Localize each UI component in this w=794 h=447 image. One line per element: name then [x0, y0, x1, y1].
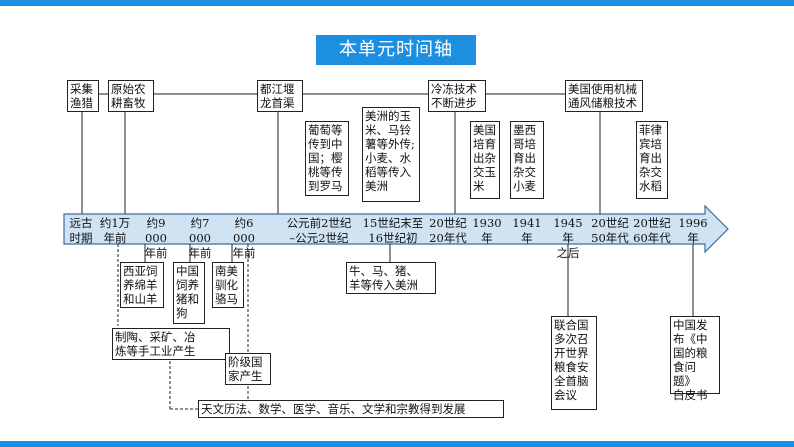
- box-gathering-fishing: 采集 渔猎: [67, 80, 99, 112]
- axis-label: 约1万 年前: [99, 216, 131, 245]
- box-mexico-hybrid-wheat: 墨西 哥培育出 杂交 小麦: [510, 121, 544, 199]
- box-mechanical-ventilation: 美国使用机械 通风储粮技术: [565, 80, 643, 112]
- box-china-white-paper: 中国发 布《中 国的粮 食问题》 白皮书: [670, 316, 720, 402]
- box-south-america-llama: 南美 驯化 骆马: [212, 262, 244, 308]
- axis-label: 1930 年: [472, 216, 502, 245]
- box-handicrafts: 制陶、采矿、冶 炼等手工业产生: [112, 328, 230, 360]
- axis-label: 20世纪 50年代: [591, 216, 629, 245]
- axis-label: 1945年 之后: [553, 216, 583, 260]
- box-columbian-exchange: 美洲的玉 米、马铃 薯等外传; 小麦、水 稻等传入 美洲: [362, 107, 420, 202]
- axis-label: 20世纪 60年代: [633, 216, 671, 245]
- axis-label: 远古 时期: [69, 216, 93, 245]
- box-us-hybrid-corn: 美国 培育 出杂 交玉 米: [470, 121, 500, 199]
- box-refrigeration: 冷冻技术 不断进步: [428, 80, 486, 112]
- axis-label: 公元前2世纪 –公元2世纪: [286, 216, 352, 245]
- top-frame-bar: [0, 0, 794, 6]
- box-culture-development: 天文历法、数学、医学、音乐、文学和宗教得到发展: [198, 400, 504, 418]
- box-livestock-to-americas: 牛、马、猪、 羊等传入美洲: [346, 262, 436, 294]
- box-china-pigs-dogs: 中国 饲养 猪和 狗: [173, 262, 205, 324]
- page-title: 本单元时间轴: [316, 35, 476, 65]
- box-primitive-farming: 原始农 耕畜牧: [108, 80, 154, 112]
- axis-label: 20世纪 20年代: [429, 216, 467, 245]
- box-dujiangyan: 都江堰 龙首渠: [257, 80, 303, 112]
- axis-label: 约6 000 年前: [232, 216, 256, 260]
- axis-label: 约7 000 年前: [188, 216, 212, 260]
- axis-label: 1941 年: [512, 216, 542, 245]
- box-class-state: 阶级国 家产生: [225, 353, 271, 385]
- axis-label: 1996 年: [678, 216, 708, 245]
- box-un-food-summit: 联合国 多次召 开世界 粮食安 全首脑 会议: [551, 316, 597, 410]
- box-grapes-to-china: 葡萄等 传到中 国；樱 桃等传 到罗马: [305, 121, 349, 196]
- bottom-frame-bar: [0, 441, 794, 447]
- axis-label: 约9 000 年前: [144, 216, 168, 260]
- axis-label: 15世纪末至 16世纪初: [362, 216, 424, 245]
- timeline-axis-arrow: [63, 204, 729, 254]
- box-philippines-hybrid-rice: 菲律 宾培 育出 杂交 水稻: [636, 121, 668, 199]
- box-west-asia-sheep: 西亚饲 养绵羊 和山羊: [120, 262, 164, 308]
